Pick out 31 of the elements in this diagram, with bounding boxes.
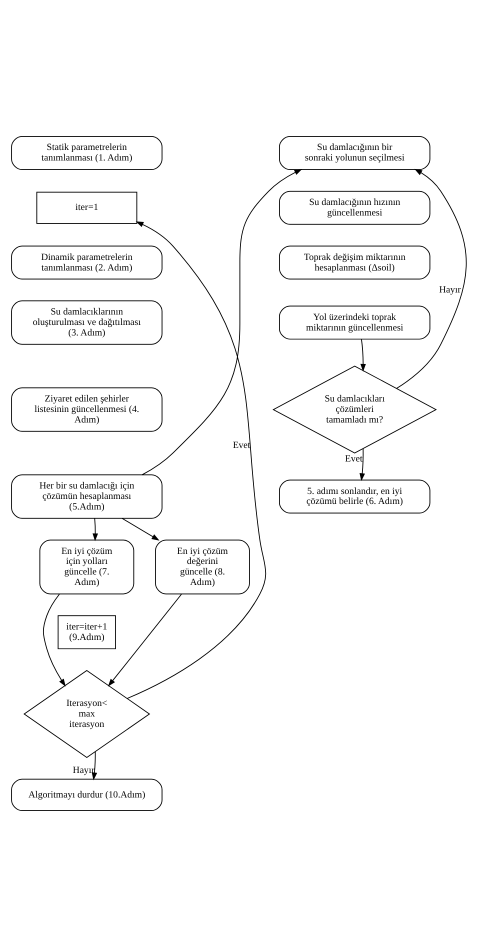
- node-box: Ziyaret edilen şehirler listesinin güncellenmesi (4. Adım): [11, 387, 162, 432]
- node-box: iter=1: [36, 192, 138, 224]
- node-box: Algoritmayı durdur (10.Adım): [11, 778, 162, 811]
- arrow: [92, 518, 98, 542]
- arrow: [360, 448, 365, 482]
- arrow: [92, 751, 98, 780]
- node-box: Su damlacıklarının oluşturulması ve dağıtılması (3. Adım): [11, 300, 162, 345]
- arrow: [142, 169, 302, 476]
- node-box: 5. adımı sonlandır, en iyi çözümü belirle (6. Adım): [279, 480, 430, 514]
- node-diamond: Su damlacıkları çözümleri tamamladı mı?: [272, 366, 437, 454]
- arrow: [122, 518, 160, 541]
- node-box: Her bir su damlacığı için çözümün hesaplanması (5.Adım): [11, 474, 162, 519]
- edge-label: Hayır: [439, 284, 461, 296]
- node-box: Yol üzerindeki toprak miktarının güncellenmesi: [279, 306, 430, 340]
- arrow: [126, 221, 266, 699]
- arrow: [42, 594, 66, 687]
- arrow: [396, 168, 467, 389]
- node-box: En iyi çözüm için yolları güncelle (7. Adım): [39, 540, 134, 594]
- node-diamond: Iterasyon< max iterasyon: [23, 670, 150, 758]
- arrow: [108, 594, 182, 687]
- edge-label: Evet: [345, 453, 363, 464]
- edge-label: Hayır: [72, 765, 95, 776]
- node-box: Statik parametrelerin tanımlanması (1. Adım): [11, 136, 162, 170]
- arrow: [360, 339, 366, 372]
- node-box: Su damlacığının hızının güncellenmesi: [279, 190, 430, 225]
- node-box: Su damlacığının bir sonraki yolunun seçilmesi: [279, 136, 430, 170]
- node-box: Toprak değişim miktarının hesaplanması (Δsoil): [279, 246, 430, 280]
- node-box: Dinamik parametrelerin tanımlanması (2. Adım): [11, 246, 162, 280]
- edge-label: Evet: [232, 440, 250, 452]
- node-box: iter=iter+1 (9.Adım): [58, 615, 116, 650]
- node-box: En iyi çözüm değerini güncelle (8. Adım): [155, 540, 250, 594]
